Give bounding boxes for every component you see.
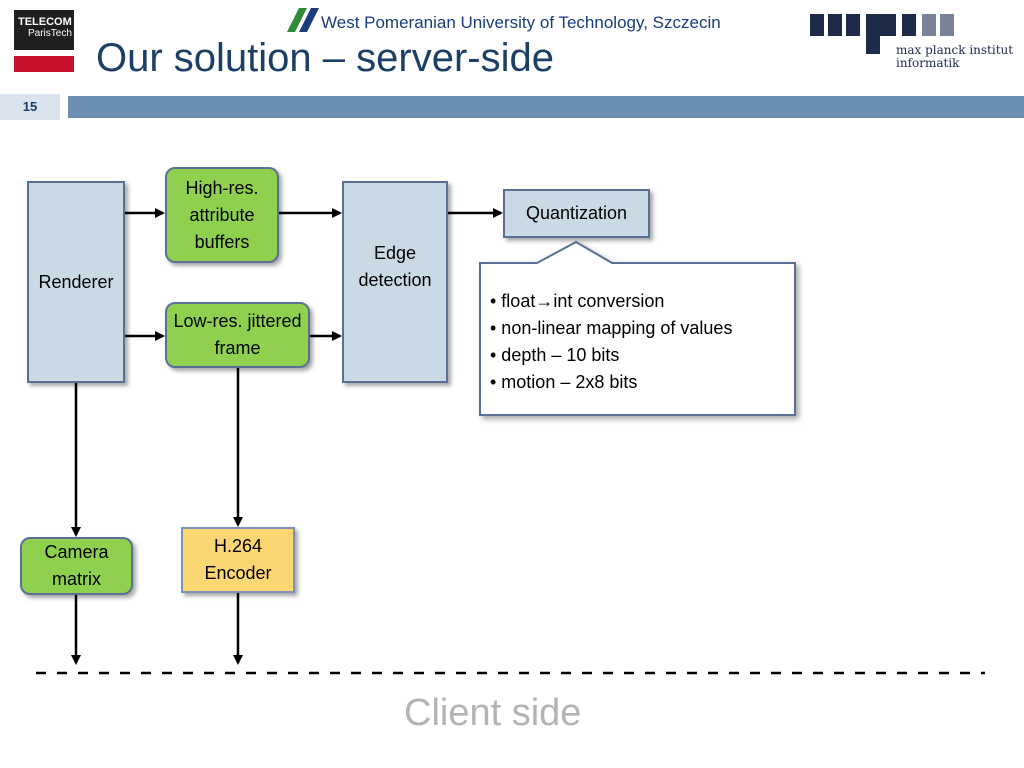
quantization-details-list: • float→int conversion • non-linear mapp…: [490, 288, 732, 396]
renderer-node: Renderer: [27, 181, 125, 383]
mpi-logo-mark: [810, 14, 954, 54]
edge-detection-label: Edge detection: [358, 243, 432, 290]
quantization-callout-shape: [479, 240, 796, 416]
telecom-logo-line2: ParisTech: [28, 28, 72, 39]
header-bar: [68, 96, 1024, 118]
h264-encoder-node: H.264 Encoder: [181, 527, 295, 593]
quantization-label: Quantization: [525, 203, 628, 223]
wput-logo: West Pomeranian University of Technology…: [285, 6, 745, 34]
low-res-frame-node: Low-res. jittered frame: [165, 302, 310, 368]
quantization-detail-item: • motion – 2x8 bits: [490, 372, 638, 392]
telecom-logo-line1: TELECOM: [18, 16, 72, 28]
mpi-logo-line1: max planck institut: [896, 43, 1014, 57]
quantization-detail-item: • non-linear mapping of values: [490, 318, 733, 338]
quantization-detail-item: • depth – 10 bits: [490, 345, 620, 365]
mpi-logo-text: max planck institut informatik: [896, 44, 1013, 70]
high-res-buffers-node: High-res. attribute buffers: [165, 167, 279, 263]
slide-number: 15: [0, 94, 60, 120]
wput-logo-icon: [287, 8, 319, 32]
slide-title: Our solution – server-side: [96, 36, 554, 80]
h264-encoder-label: H.264 Encoder: [204, 536, 272, 583]
edge-detection-node: Edge detection: [342, 181, 448, 383]
camera-matrix-label: Camera matrix: [44, 542, 109, 589]
mpi-logo-line2: informatik: [896, 56, 960, 70]
mpi-informatik-logo: max planck institut informatik: [810, 10, 1015, 80]
high-res-buffers-label: High-res. attribute buffers: [185, 177, 259, 252]
telecom-paristech-logo: TELECOM ParisTech: [14, 10, 74, 72]
wput-logo-text: West Pomeranian University of Technology…: [321, 13, 721, 32]
telecom-logo-stripe: [14, 56, 74, 72]
telecom-logo-mark: TELECOM ParisTech: [14, 10, 74, 50]
low-res-frame-label: Low-res. jittered frame: [173, 311, 302, 358]
camera-matrix-node: Camera matrix: [20, 537, 133, 595]
quantization-node: Quantization: [503, 189, 650, 238]
quantization-detail-item: • float→int conversion: [490, 291, 665, 311]
client-side-label: Client side: [404, 692, 582, 734]
renderer-label: Renderer: [38, 271, 114, 292]
